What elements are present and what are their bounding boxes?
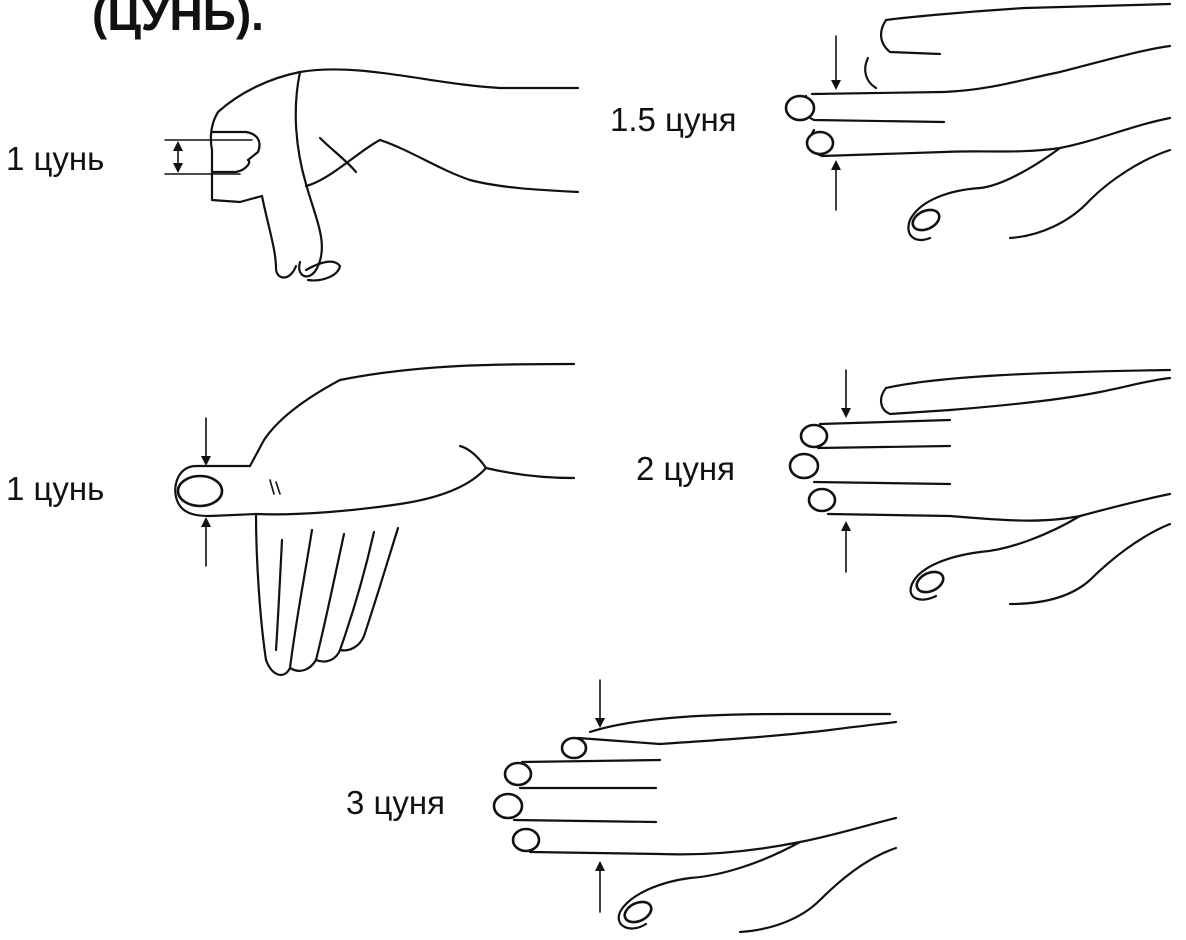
figure-two-fingers: 1.5 цуня [610,4,1170,240]
figure-thumb: 1 цунь [6,364,574,675]
figure-label-thumb: 1 цунь [6,470,104,507]
figure-label-four-fingers: 3 цуня [346,784,445,821]
hand-two-fingers-drawing [786,4,1170,240]
hand-three-fingers-drawing [790,370,1170,604]
figure-label-two-fingers: 1.5 цуня [610,101,737,138]
hand-bent-middle-finger-drawing [211,69,578,280]
measure-marker-middle-finger [165,140,252,174]
measure-marker-three-fingers [841,370,851,572]
measure-marker-four-fingers [595,680,605,912]
measure-marker-two-fingers [831,36,841,210]
figure-four-fingers: 3 цуня [346,680,896,932]
figure-middle-finger: 1 цунь [6,69,578,280]
hand-four-fingers-drawing [494,714,896,932]
page-heading: (ЦУНЬ). [92,0,264,40]
figure-label-middle-finger: 1 цунь [6,140,104,177]
figure-three-fingers: 2 цуня [636,370,1170,604]
hand-thumb-drawing [175,364,574,675]
figure-label-three-fingers: 2 цуня [636,450,735,487]
